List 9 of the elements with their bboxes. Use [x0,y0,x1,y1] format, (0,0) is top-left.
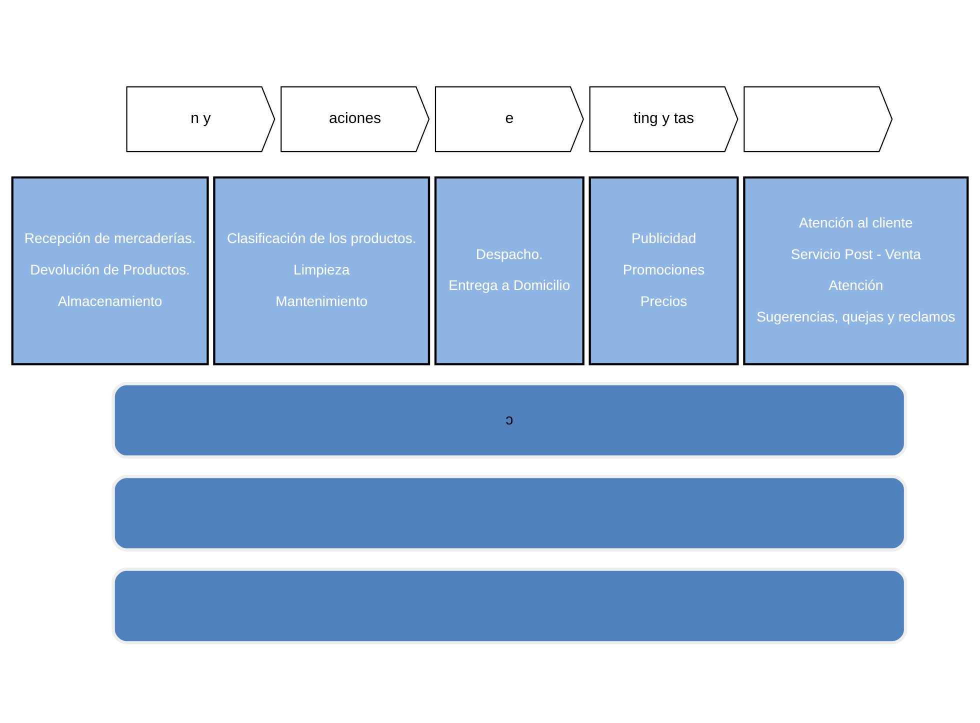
node-box: Recepción de mercaderías. Devolución de Productos. Almacenamiento [11,176,209,366]
node-bar [112,568,908,644]
node-box: Despacho. Entrega a Domicilio [434,176,584,366]
node-box: Publicidad Promociones Precios [588,176,739,366]
node-box: ɔ [112,382,908,459]
node-chevron [744,86,893,152]
node-box: Clasificación de los productos. Limpieza Mantenimiento [213,176,430,366]
node-box: Atención al cliente Servicio Post - Venta Atención Sugerencias, quejas y reclamos [743,176,969,366]
node-bar [112,474,908,552]
